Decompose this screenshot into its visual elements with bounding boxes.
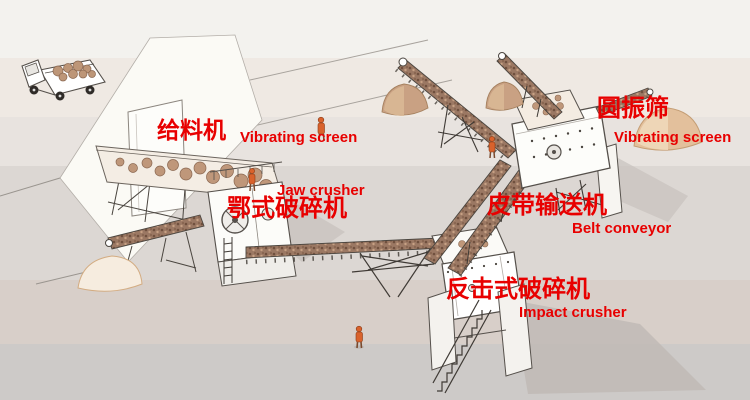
product-conveyor-b-icon	[496, 52, 563, 120]
truck-load-rocks	[52, 60, 96, 82]
label-feeder-en: Vibrating screen	[240, 129, 358, 146]
worker-icon	[354, 325, 364, 349]
screen-bolt-dots	[530, 127, 596, 159]
product-conveyor-a-icon	[394, 57, 517, 162]
label-belt-conveyor-en: Belt conveyor	[572, 220, 672, 237]
label-impact-crusher-zh: 反击式破碎机	[446, 276, 590, 303]
worker-icon	[248, 168, 256, 192]
label-circular-screen-zh: 圆振筛	[597, 95, 669, 122]
label-impact-crusher-en: Impact crusher	[519, 304, 627, 321]
label-belt-conveyor-zh: 皮带输送机	[487, 192, 607, 219]
workers	[248, 116, 496, 349]
label-jaw-crusher-en: Jaw crusher	[277, 182, 365, 199]
dump-truck-icon	[21, 59, 106, 101]
label-jaw-crusher-zh: 鄂式破碎机	[227, 195, 347, 222]
sand-pile-left	[77, 255, 143, 292]
impact-crusher-stairs	[432, 299, 492, 394]
crusher-ladder	[223, 237, 233, 284]
vibrating-feeder-icon	[95, 99, 284, 231]
label-circular-screen-en: Vibrating screen	[614, 129, 732, 146]
jaw-crusher-icon	[207, 161, 297, 287]
sand-pile-right	[633, 107, 703, 151]
label-feeder-zh: 给料机	[157, 117, 226, 143]
impact-crusher-shadow	[512, 300, 706, 394]
screen-shadow	[608, 158, 688, 222]
sand-pile-b	[485, 81, 524, 111]
worker-icon	[488, 136, 496, 159]
sand-pile-a	[381, 83, 429, 116]
screen-right-discharge-belt	[595, 87, 653, 117]
worker-icon	[317, 116, 325, 142]
